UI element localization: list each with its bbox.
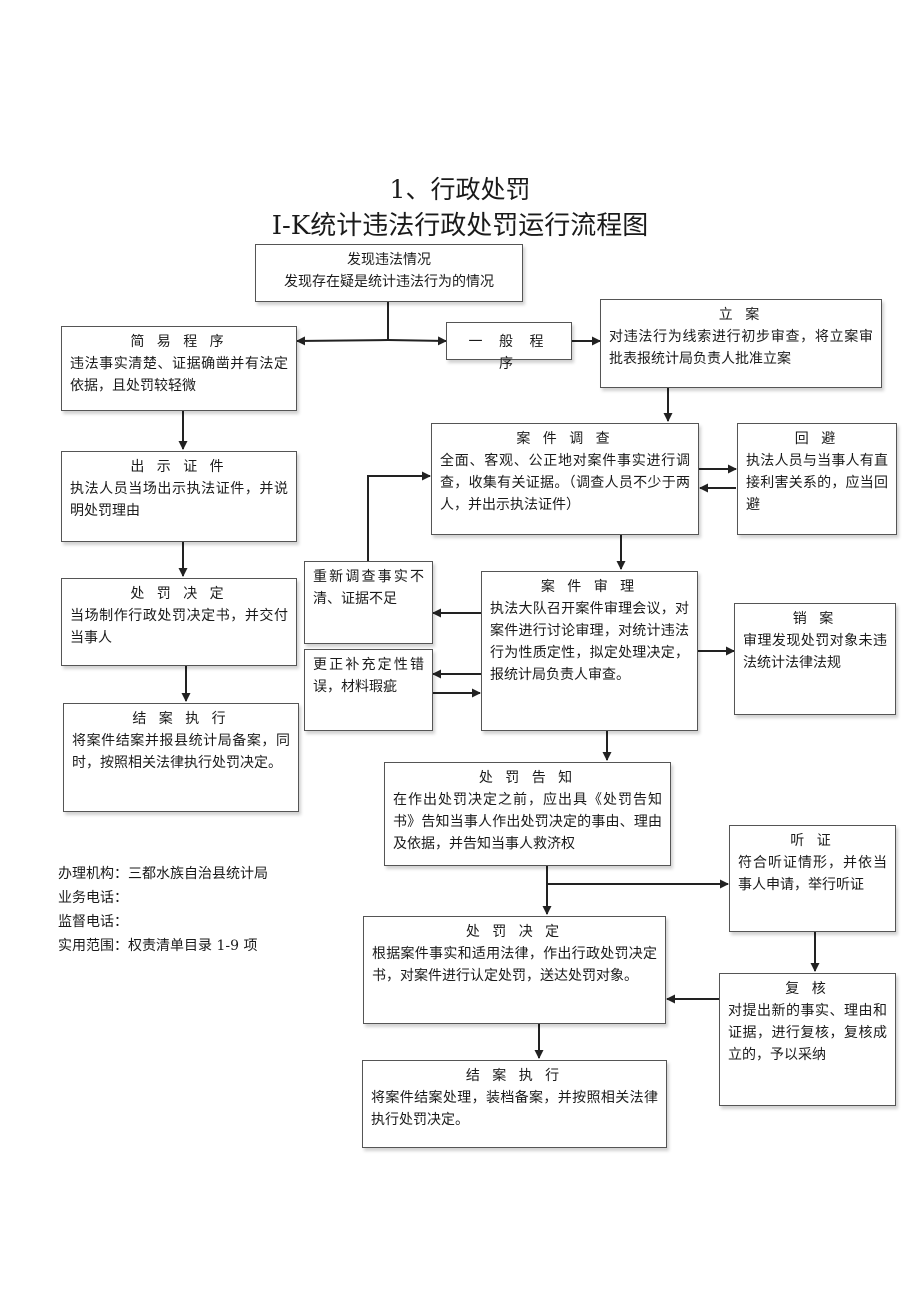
link-to-simple	[296, 336, 389, 346]
info-scope: 实用范围：权责清单目录 1-9 项	[58, 938, 258, 954]
info-phone: 业务电话：	[58, 890, 128, 906]
general-head: 一 般 程 序	[468, 334, 550, 372]
close-simple-body: 将案件结案并报县统计局备案，同时，按照相关法律执行处罚决定。	[72, 733, 290, 771]
reinvestigate-body: 重新调查事实不清、证据不足	[313, 569, 424, 607]
title-line-2: I-K统计违法行政处罚运行流程图	[271, 211, 649, 241]
reconsider-body: 对提出新的事实、理由和证据，进行复核，复核成立的，予以采纳	[728, 1003, 887, 1063]
discover-head: 发现违法情况	[347, 252, 431, 268]
cancel-head: 销 案	[792, 611, 838, 627]
discover-body: 发现存在疑是统计违法行为的情况	[284, 274, 494, 290]
simple-head: 简 易 程 序	[130, 334, 228, 350]
reconsider-box: 复 核 对提出新的事实、理由和证据，进行复核，复核成立的，予以采纳	[719, 973, 896, 1106]
decision-simple-body: 当场制作行政处罚决定书，并交付当事人	[70, 608, 288, 646]
decision-general-box: 处 罚 决 定 根据案件事实和适用法律，作出行政处罚决定书，对案件进行认定处罚，…	[363, 916, 666, 1024]
notify-body: 在作出处罚决定之前，应出具《处罚告知书》告知当事人作出处罚决定的事由、理由及依据…	[393, 792, 662, 852]
decision-simple-head: 处 罚 决 定	[130, 586, 228, 602]
simple-procedure-box: 简 易 程 序 违法事实清楚、证据确凿并有法定依据，且处罚较轻微	[61, 326, 297, 411]
show-cert-box: 出 示 证 件 执法人员当场出示执法证件，并说明处罚理由	[61, 451, 297, 542]
close-simple-head: 结 案 执 行	[132, 711, 230, 727]
cancel-box: 销 案 审理发现处罚对象未违法统计法律法规	[734, 603, 896, 715]
recuse-box: 回 避 执法人员与当事人有直接利害关系的，应当回避	[737, 423, 897, 535]
link-reinvestigate-back	[367, 471, 431, 561]
register-body: 对违法行为线索进行初步审查，将立案审批表报统计局负责人批准立案	[609, 329, 873, 367]
discover-box: 发现违法情况 发现存在疑是统计违法行为的情况	[255, 244, 523, 302]
cancel-body: 审理发现处罚对象未违法统计法律法规	[743, 633, 887, 671]
contact-info: 办理机构：三都水族自治县统计局 业务电话： 监督电话： 实用范围：权责清单目录 …	[58, 862, 268, 958]
investigate-box: 案 件 调 查 全面、客观、公正地对案件事实进行调查，收集有关证据。（调查人员不…	[431, 423, 699, 535]
decision-simple-box: 处 罚 决 定 当场制作行政处罚决定书，并交付当事人	[61, 578, 297, 666]
title-line-1: 1、行政处罚	[389, 175, 531, 204]
register-head: 立 案	[718, 307, 764, 323]
close-simple-box: 结 案 执 行 将案件结案并报县统计局备案，同时，按照相关法律执行处罚决定。	[63, 703, 299, 812]
correct-box: 更正补充定性错误，材料瑕疵	[304, 649, 433, 731]
decision-general-head: 处 罚 决 定	[465, 924, 564, 940]
link-to-general	[387, 336, 447, 346]
hearing-box: 听 证 符合听证情形，并依当事人申请，举行听证	[729, 825, 896, 932]
correct-body: 更正补充定性错误，材料瑕疵	[313, 657, 424, 695]
show-cert-head: 出 示 证 件	[130, 459, 228, 475]
simple-body: 违法事实清楚、证据确凿并有法定依据，且处罚较轻微	[70, 356, 288, 394]
register-box: 立 案 对违法行为线索进行初步审查，将立案审批表报统计局负责人批准立案	[600, 299, 882, 388]
recuse-head: 回 避	[794, 431, 840, 447]
notify-head: 处 罚 告 知	[478, 770, 577, 786]
hearing-body: 符合听证情形，并依当事人申请，举行听证	[738, 855, 887, 893]
review-body: 执法大队召开案件审理会议，对案件进行讨论审理，对统计违法行为性质定性，拟定处理决…	[490, 601, 689, 683]
close-general-body: 将案件结案处理，装档备案，并按照相关法律执行处罚决定。	[371, 1090, 658, 1128]
decision-general-body: 根据案件事实和适用法律，作出行政处罚决定书，对案件进行认定处罚，送达处罚对象。	[372, 946, 657, 984]
review-box: 案 件 审 理 执法大队召开案件审理会议，对案件进行讨论审理，对统计违法行为性质…	[481, 571, 698, 731]
reinvestigate-box: 重新调查事实不清、证据不足	[304, 561, 433, 644]
general-procedure-box: 一 般 程 序	[446, 322, 572, 372]
reconsider-head: 复 核	[785, 981, 830, 997]
close-general-head: 结 案 执 行	[465, 1068, 564, 1084]
investigate-head: 案 件 调 查	[516, 431, 614, 447]
review-head: 案 件 审 理	[540, 579, 639, 595]
recuse-body: 执法人员与当事人有直接利害关系的，应当回避	[746, 453, 888, 513]
investigate-body: 全面、客观、公正地对案件事实进行调查，收集有关证据。（调查人员不少于两人，并出示…	[440, 453, 690, 513]
close-general-box: 结 案 执 行 将案件结案处理，装档备案，并按照相关法律执行处罚决定。	[362, 1060, 667, 1148]
info-supervise: 监督电话：	[58, 914, 128, 930]
info-org: 办理机构：三都水族自治县统计局	[58, 866, 268, 882]
hearing-head: 听 证	[790, 833, 835, 849]
show-cert-body: 执法人员当场出示执法证件，并说明处罚理由	[70, 481, 288, 519]
notify-box: 处 罚 告 知 在作出处罚决定之前，应出具《处罚告知书》告知当事人作出处罚决定的…	[384, 762, 671, 866]
